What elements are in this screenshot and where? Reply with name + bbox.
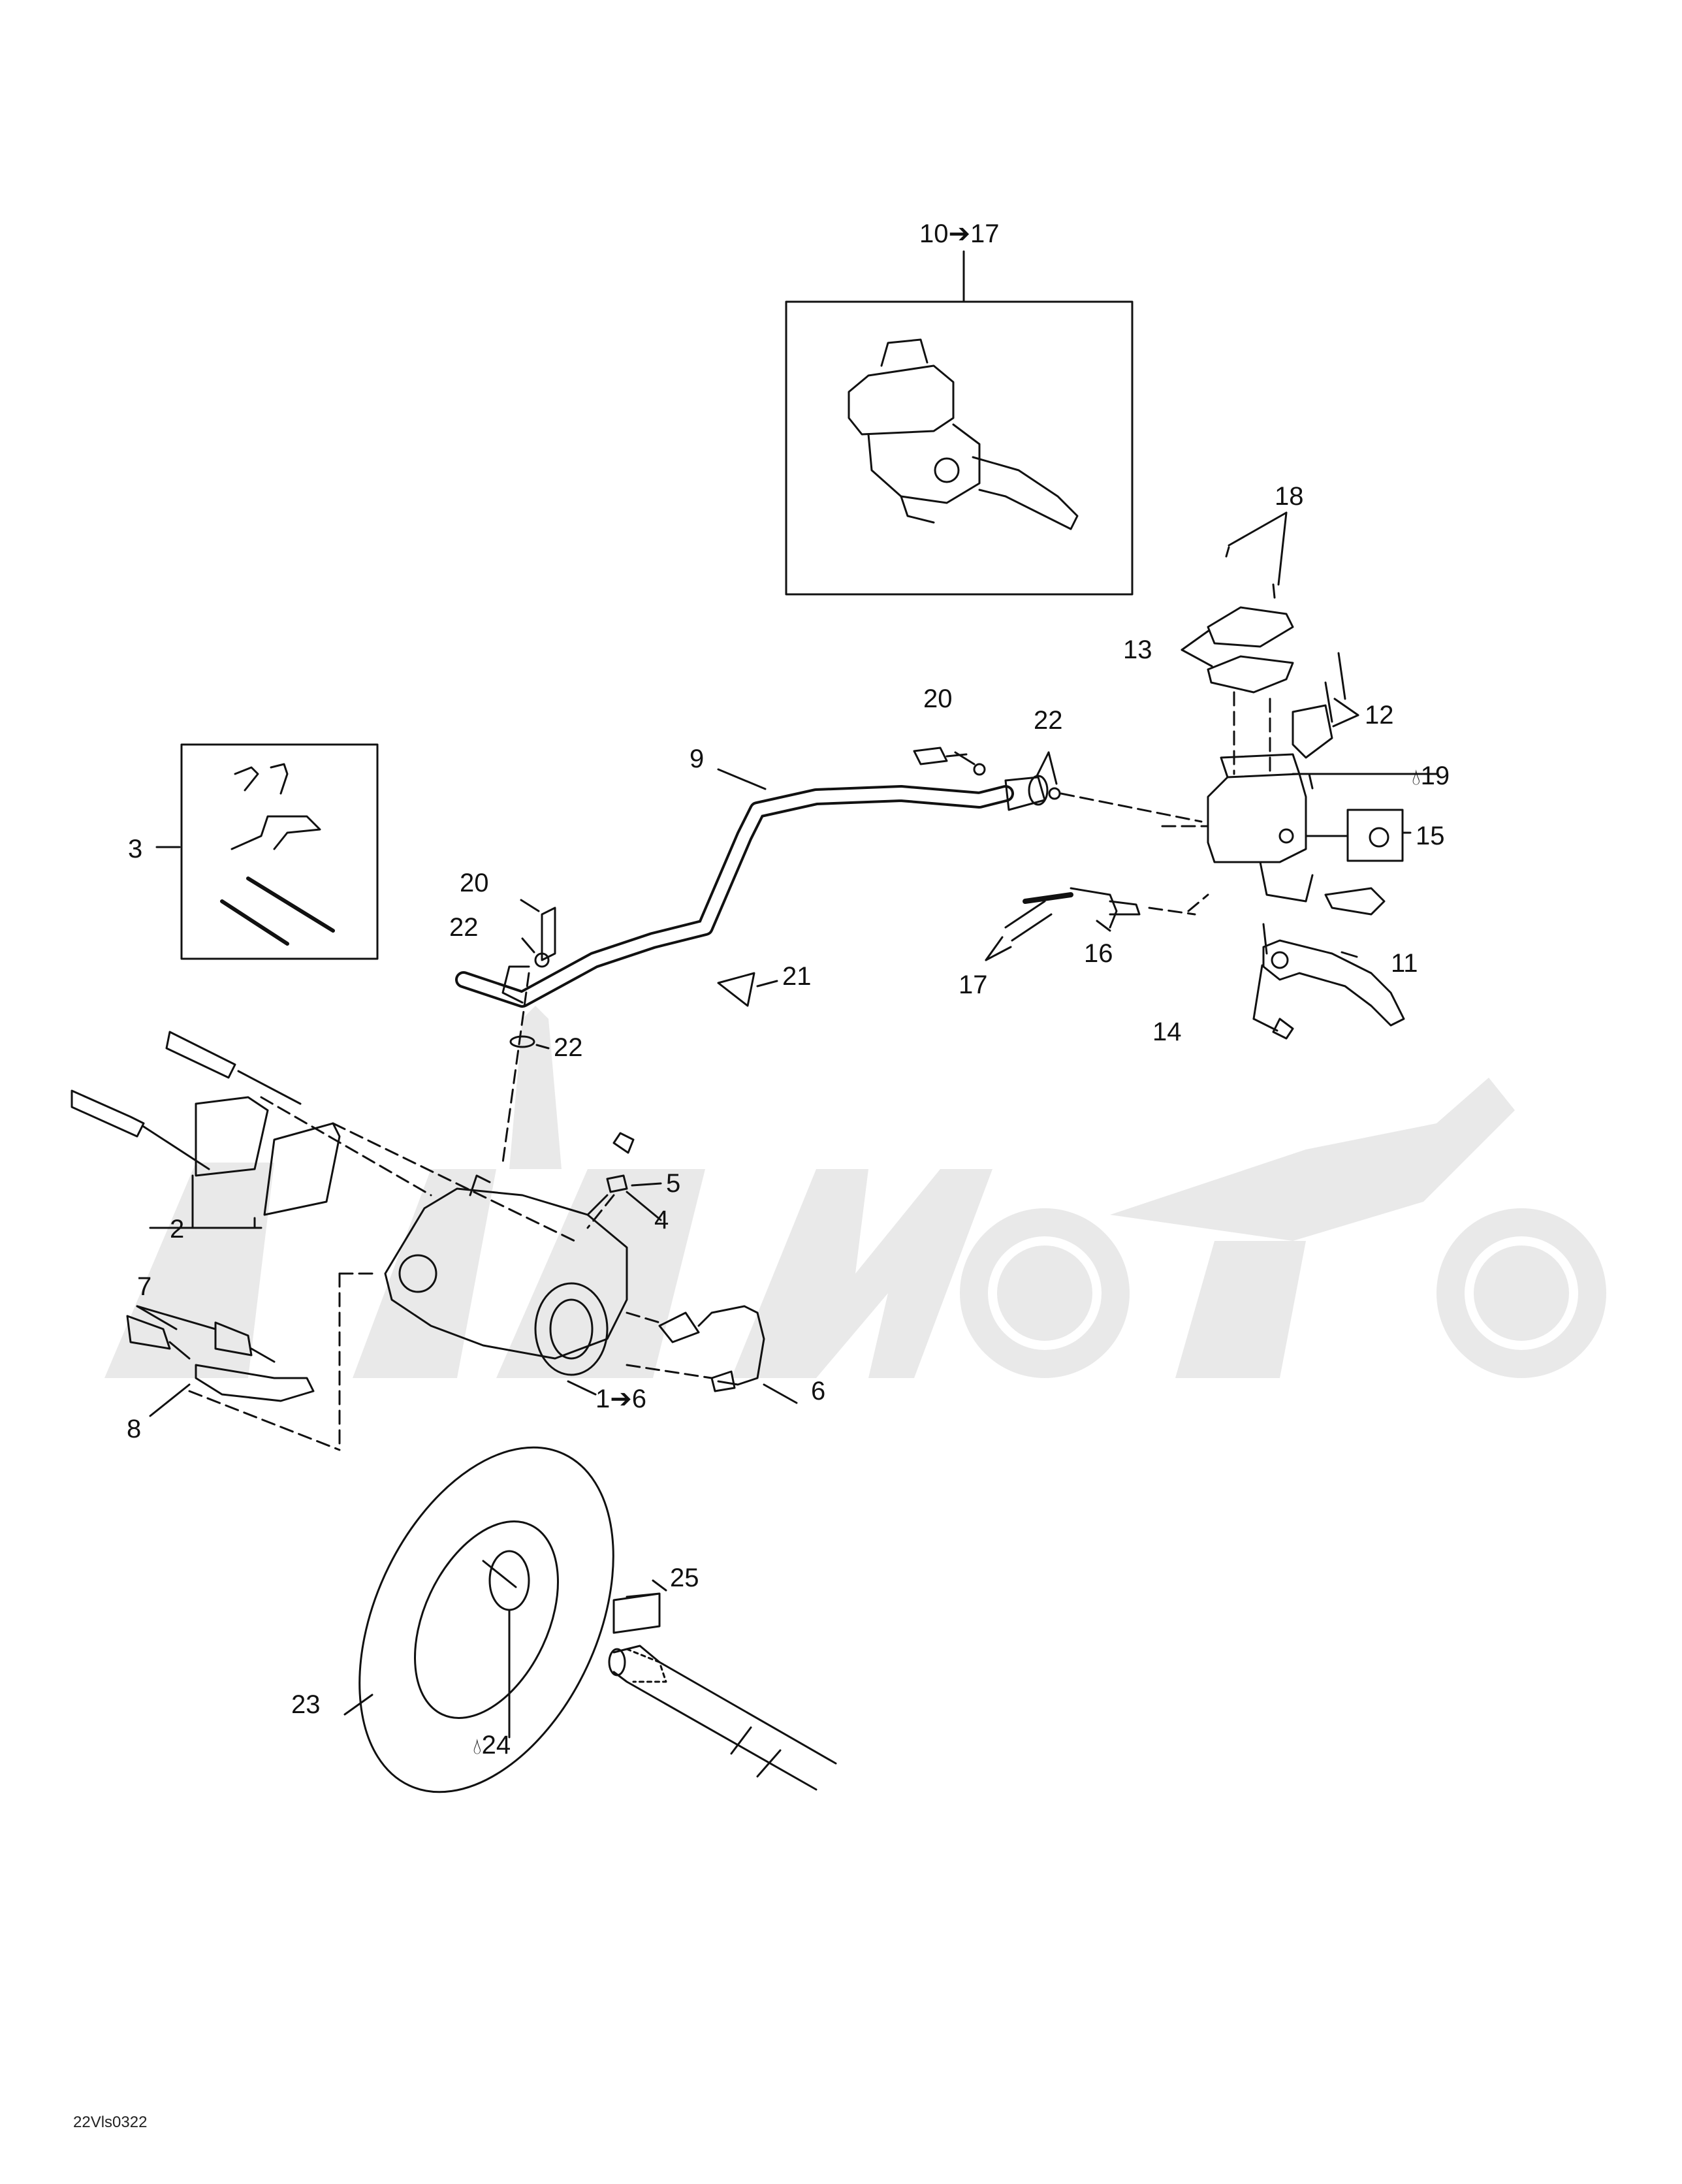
callout-5: 5 (666, 1169, 681, 1198)
callout-2: 2 (170, 1215, 185, 1244)
callout-25: 25 (670, 1564, 699, 1592)
callout-23: 23 (291, 1690, 321, 1719)
callout-12: 12 (1365, 701, 1394, 730)
oil-drop-icon: 💧︎ (473, 1734, 482, 1759)
master-cylinder-exploded (1161, 511, 1412, 1040)
brake-disc (343, 1446, 837, 1793)
callout-11: 11 (1391, 949, 1418, 978)
callout-22-mid: 22 (554, 1033, 583, 1062)
callout-21: 21 (782, 962, 812, 991)
callout-22-top: 22 (1034, 706, 1063, 735)
master-cylinder-inset (785, 250, 1134, 596)
oil-drop-icon: 💧︎ (1412, 765, 1421, 790)
caliper-assembly (71, 1031, 798, 1451)
callout-7: 7 (137, 1272, 152, 1301)
callout-9: 9 (690, 745, 705, 773)
brake-hose (455, 747, 1203, 1164)
callout-14: 14 (1152, 1018, 1182, 1046)
callout-15: 15 (1416, 822, 1445, 850)
callout-20-left: 20 (460, 869, 489, 897)
callout-19: 💧︎19 (1412, 762, 1450, 790)
drawing-code: 22Vls0322 (73, 2113, 148, 2131)
callout-1-6: 1➔6 (595, 1385, 647, 1413)
callout-8: 8 (127, 1415, 142, 1443)
callout-16: 16 (1084, 939, 1113, 968)
callout-3: 3 (128, 835, 143, 863)
callout-17: 17 (959, 971, 988, 999)
callout-6: 6 (811, 1377, 826, 1405)
callout-10-17: 10➔17 (919, 219, 1000, 248)
pad-kit-box (155, 743, 379, 960)
callout-24: 💧︎24 (473, 1731, 511, 1759)
callout-4: 4 (654, 1206, 669, 1234)
callout-20-top: 20 (923, 684, 953, 713)
callout-13: 13 (1123, 635, 1152, 664)
watermark (104, 1006, 1606, 1378)
callout-22-left: 22 (449, 913, 479, 942)
callout-18: 18 (1275, 482, 1304, 511)
